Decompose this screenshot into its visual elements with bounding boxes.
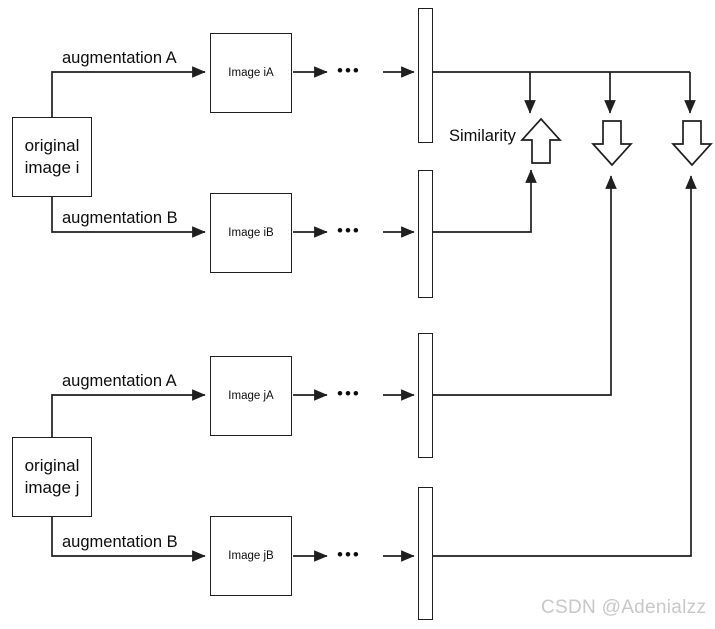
ellipsis-jb: ••• [337, 545, 361, 564]
image-jb-box[interactable]: Image jB [210, 516, 292, 596]
ellipsis-ib: ••• [337, 221, 361, 240]
representation-bar-jb[interactable] [418, 487, 433, 620]
augmentation-label-i-a: augmentation A [62, 49, 177, 67]
representation-bar-ia[interactable] [418, 8, 433, 143]
original-image-j-box[interactable]: original image j [12, 437, 92, 517]
ellipsis-ja: ••• [337, 384, 361, 403]
dissimilarity-down-arrow-2 [670, 118, 714, 168]
augmentation-label-j-a: augmentation A [62, 372, 177, 390]
ellipsis-ia: ••• [337, 61, 361, 80]
csdn-watermark: CSDN @Adenialzz [541, 597, 707, 618]
representation-bar-ib[interactable] [418, 170, 433, 298]
image-ib-box[interactable]: Image iB [210, 193, 292, 273]
similarity-up-arrow [519, 116, 563, 166]
image-ja-box[interactable]: Image jA [210, 356, 292, 436]
similarity-label: Similarity [449, 127, 516, 145]
image-ia-box[interactable]: Image iA [210, 33, 292, 113]
representation-bar-ja[interactable] [418, 333, 433, 458]
augmentation-label-j-b: augmentation B [62, 533, 178, 551]
original-image-i-box[interactable]: original image i [12, 117, 92, 197]
augmentation-label-i-b: augmentation B [62, 209, 178, 227]
dissimilarity-down-arrow-1 [590, 118, 634, 168]
